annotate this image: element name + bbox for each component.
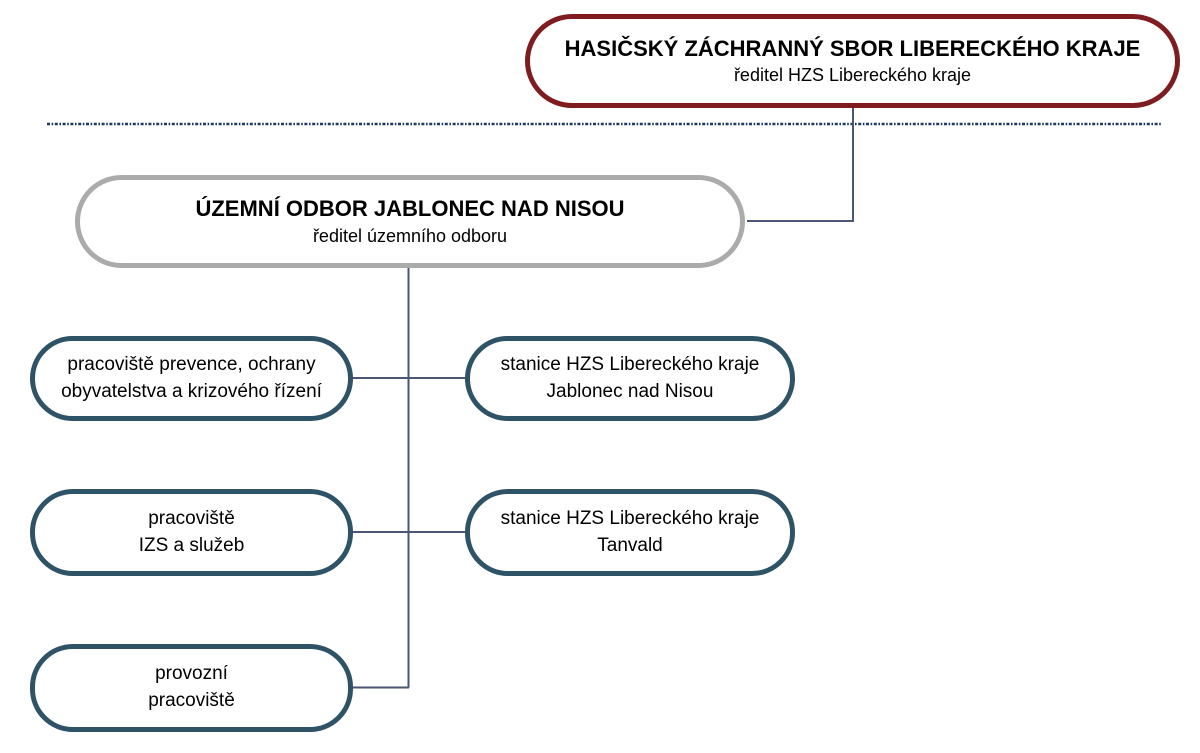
org-node-izs-unit: pracoviště IZS a služeb xyxy=(30,489,353,576)
org-node-root-title: HASIČSKÝ ZÁCHRANNÝ SBOR LIBERECKÉHO KRAJ… xyxy=(564,35,1141,61)
org-node-station-jablonec-line2: Jablonec nad Nisou xyxy=(546,380,714,402)
org-node-root: HASIČSKÝ ZÁCHRANNÝ SBOR LIBERECKÉHO KRAJ… xyxy=(525,14,1180,108)
org-node-division: ÚZEMNÍ ODBOR JABLONEC NAD NISOU ředitel … xyxy=(75,175,745,268)
org-node-prevention-unit-line1: pracoviště prevence, ochrany xyxy=(67,353,316,375)
org-node-izs-unit-line1: pracoviště xyxy=(148,507,235,529)
org-node-station-jablonec: stanice HZS Libereckého kraje Jablonec n… xyxy=(465,336,795,421)
org-node-station-tanvald-line1: stanice HZS Libereckého kraje xyxy=(500,507,760,529)
org-node-station-tanvald-line2: Tanvald xyxy=(597,534,663,556)
org-node-operations-unit-line1: provozní xyxy=(155,663,228,685)
org-node-station-jablonec-line1: stanice HZS Libereckého kraje xyxy=(500,353,760,375)
org-node-prevention-unit-line2: obyvatelstva a krizového řízení xyxy=(61,380,322,402)
org-node-division-subtitle: ředitel územního odboru xyxy=(312,225,508,246)
org-node-izs-unit-line2: IZS a služeb xyxy=(138,534,245,556)
org-node-operations-unit: provozní pracoviště xyxy=(30,644,353,732)
org-node-station-tanvald: stanice HZS Libereckého kraje Tanvald xyxy=(465,489,795,576)
connector-root-to-division xyxy=(747,106,854,222)
org-node-division-title: ÚZEMNÍ ODBOR JABLONEC NAD NISOU xyxy=(195,196,625,222)
org-node-prevention-unit: pracoviště prevence, ochrany obyvatelstv… xyxy=(30,336,353,421)
org-node-root-subtitle: ředitel HZS Libereckého kraje xyxy=(733,65,972,86)
org-node-operations-unit-line2: pracoviště xyxy=(148,690,235,711)
